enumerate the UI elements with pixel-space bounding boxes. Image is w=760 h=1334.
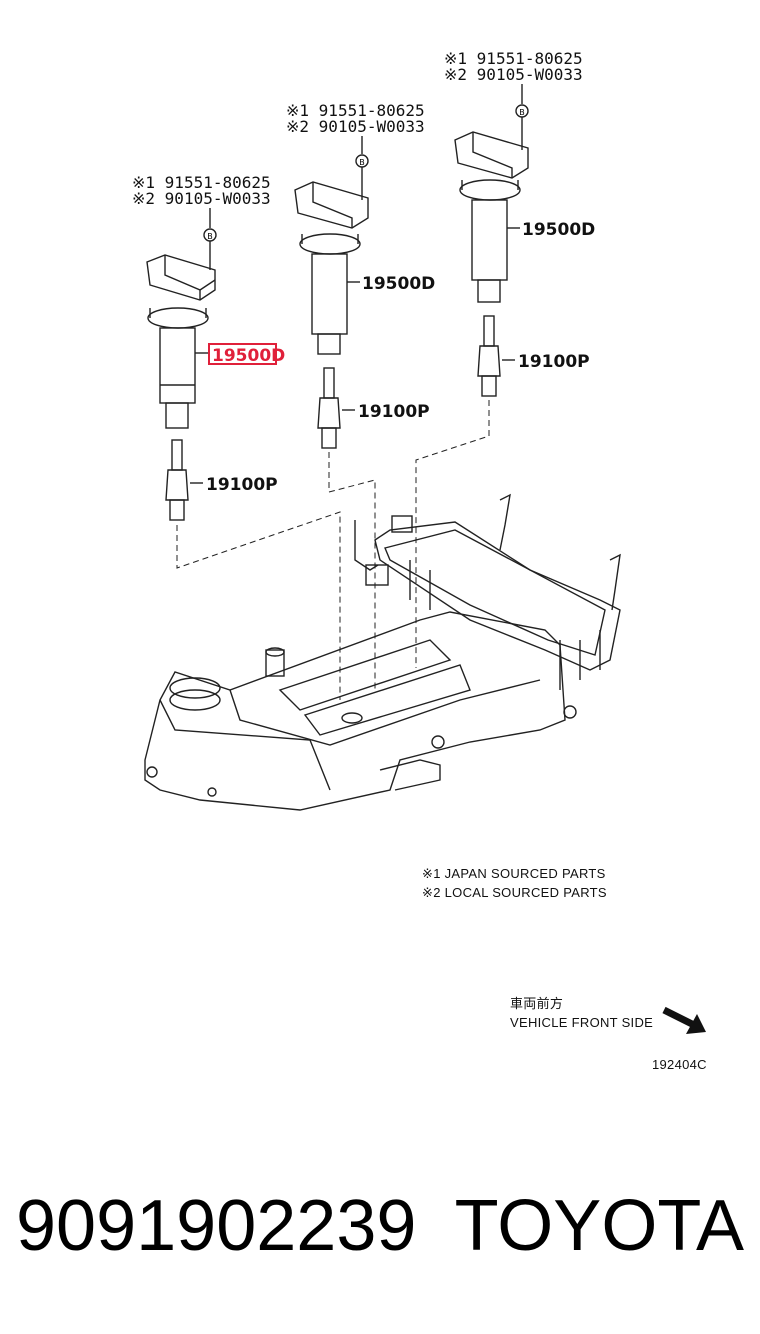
- coil-1-part-number[interactable]: 19500D: [212, 346, 285, 366]
- note-local-sourced: ※2 LOCAL SOURCED PARTS: [422, 885, 607, 900]
- coil-2-part-number[interactable]: 19500D: [362, 274, 435, 294]
- plug-1-part-number[interactable]: 19100P: [206, 475, 278, 495]
- coil-assembly-3: ※1 91551-80625 ※2 90105-W0033 B 19500D 1…: [415, 49, 595, 668]
- coil-3-ref-1: ※1 91551-80625: [444, 49, 583, 68]
- coil-3-ref-2: ※2 90105-W0033: [444, 65, 583, 84]
- coil-2-ref-2: ※2 90105-W0033: [286, 117, 425, 136]
- clip-b-label-2: B: [359, 158, 365, 167]
- coil-2-ref-1: ※1 91551-80625: [286, 101, 425, 120]
- highlight-box: [208, 343, 277, 365]
- clip-b-label-3: B: [519, 108, 525, 117]
- coil-1-ref-2: ※2 90105-W0033: [132, 189, 271, 208]
- front-direction-arrow-icon: [662, 1006, 706, 1034]
- diagram-id: 192404C: [652, 1057, 707, 1072]
- footer-brand: TOYOTA: [454, 1186, 744, 1266]
- note-japan-sourced: ※1 JAPAN SOURCED PARTS: [422, 866, 606, 881]
- clip-b-label-1: B: [207, 232, 213, 241]
- coil-assembly-1: ※1 91551-80625 ※2 90105-W0033 B 19500D 1…: [132, 173, 341, 700]
- footer-part-number: 9091902239: [16, 1186, 417, 1266]
- plug-2-part-number[interactable]: 19100P: [358, 402, 430, 422]
- direction-label-en: VEHICLE FRONT SIDE: [510, 1015, 653, 1030]
- coil-1-ref-1: ※1 91551-80625: [132, 173, 271, 192]
- plug-3-part-number[interactable]: 19100P: [518, 352, 590, 372]
- coil-3-part-number[interactable]: 19500D: [522, 220, 595, 240]
- coil-assembly-2: ※1 91551-80625 ※2 90105-W0033 B 19500D 1…: [286, 101, 435, 690]
- engine-head-drawing: [144, 493, 621, 811]
- direction-label-jp: 車両前方: [510, 996, 563, 1011]
